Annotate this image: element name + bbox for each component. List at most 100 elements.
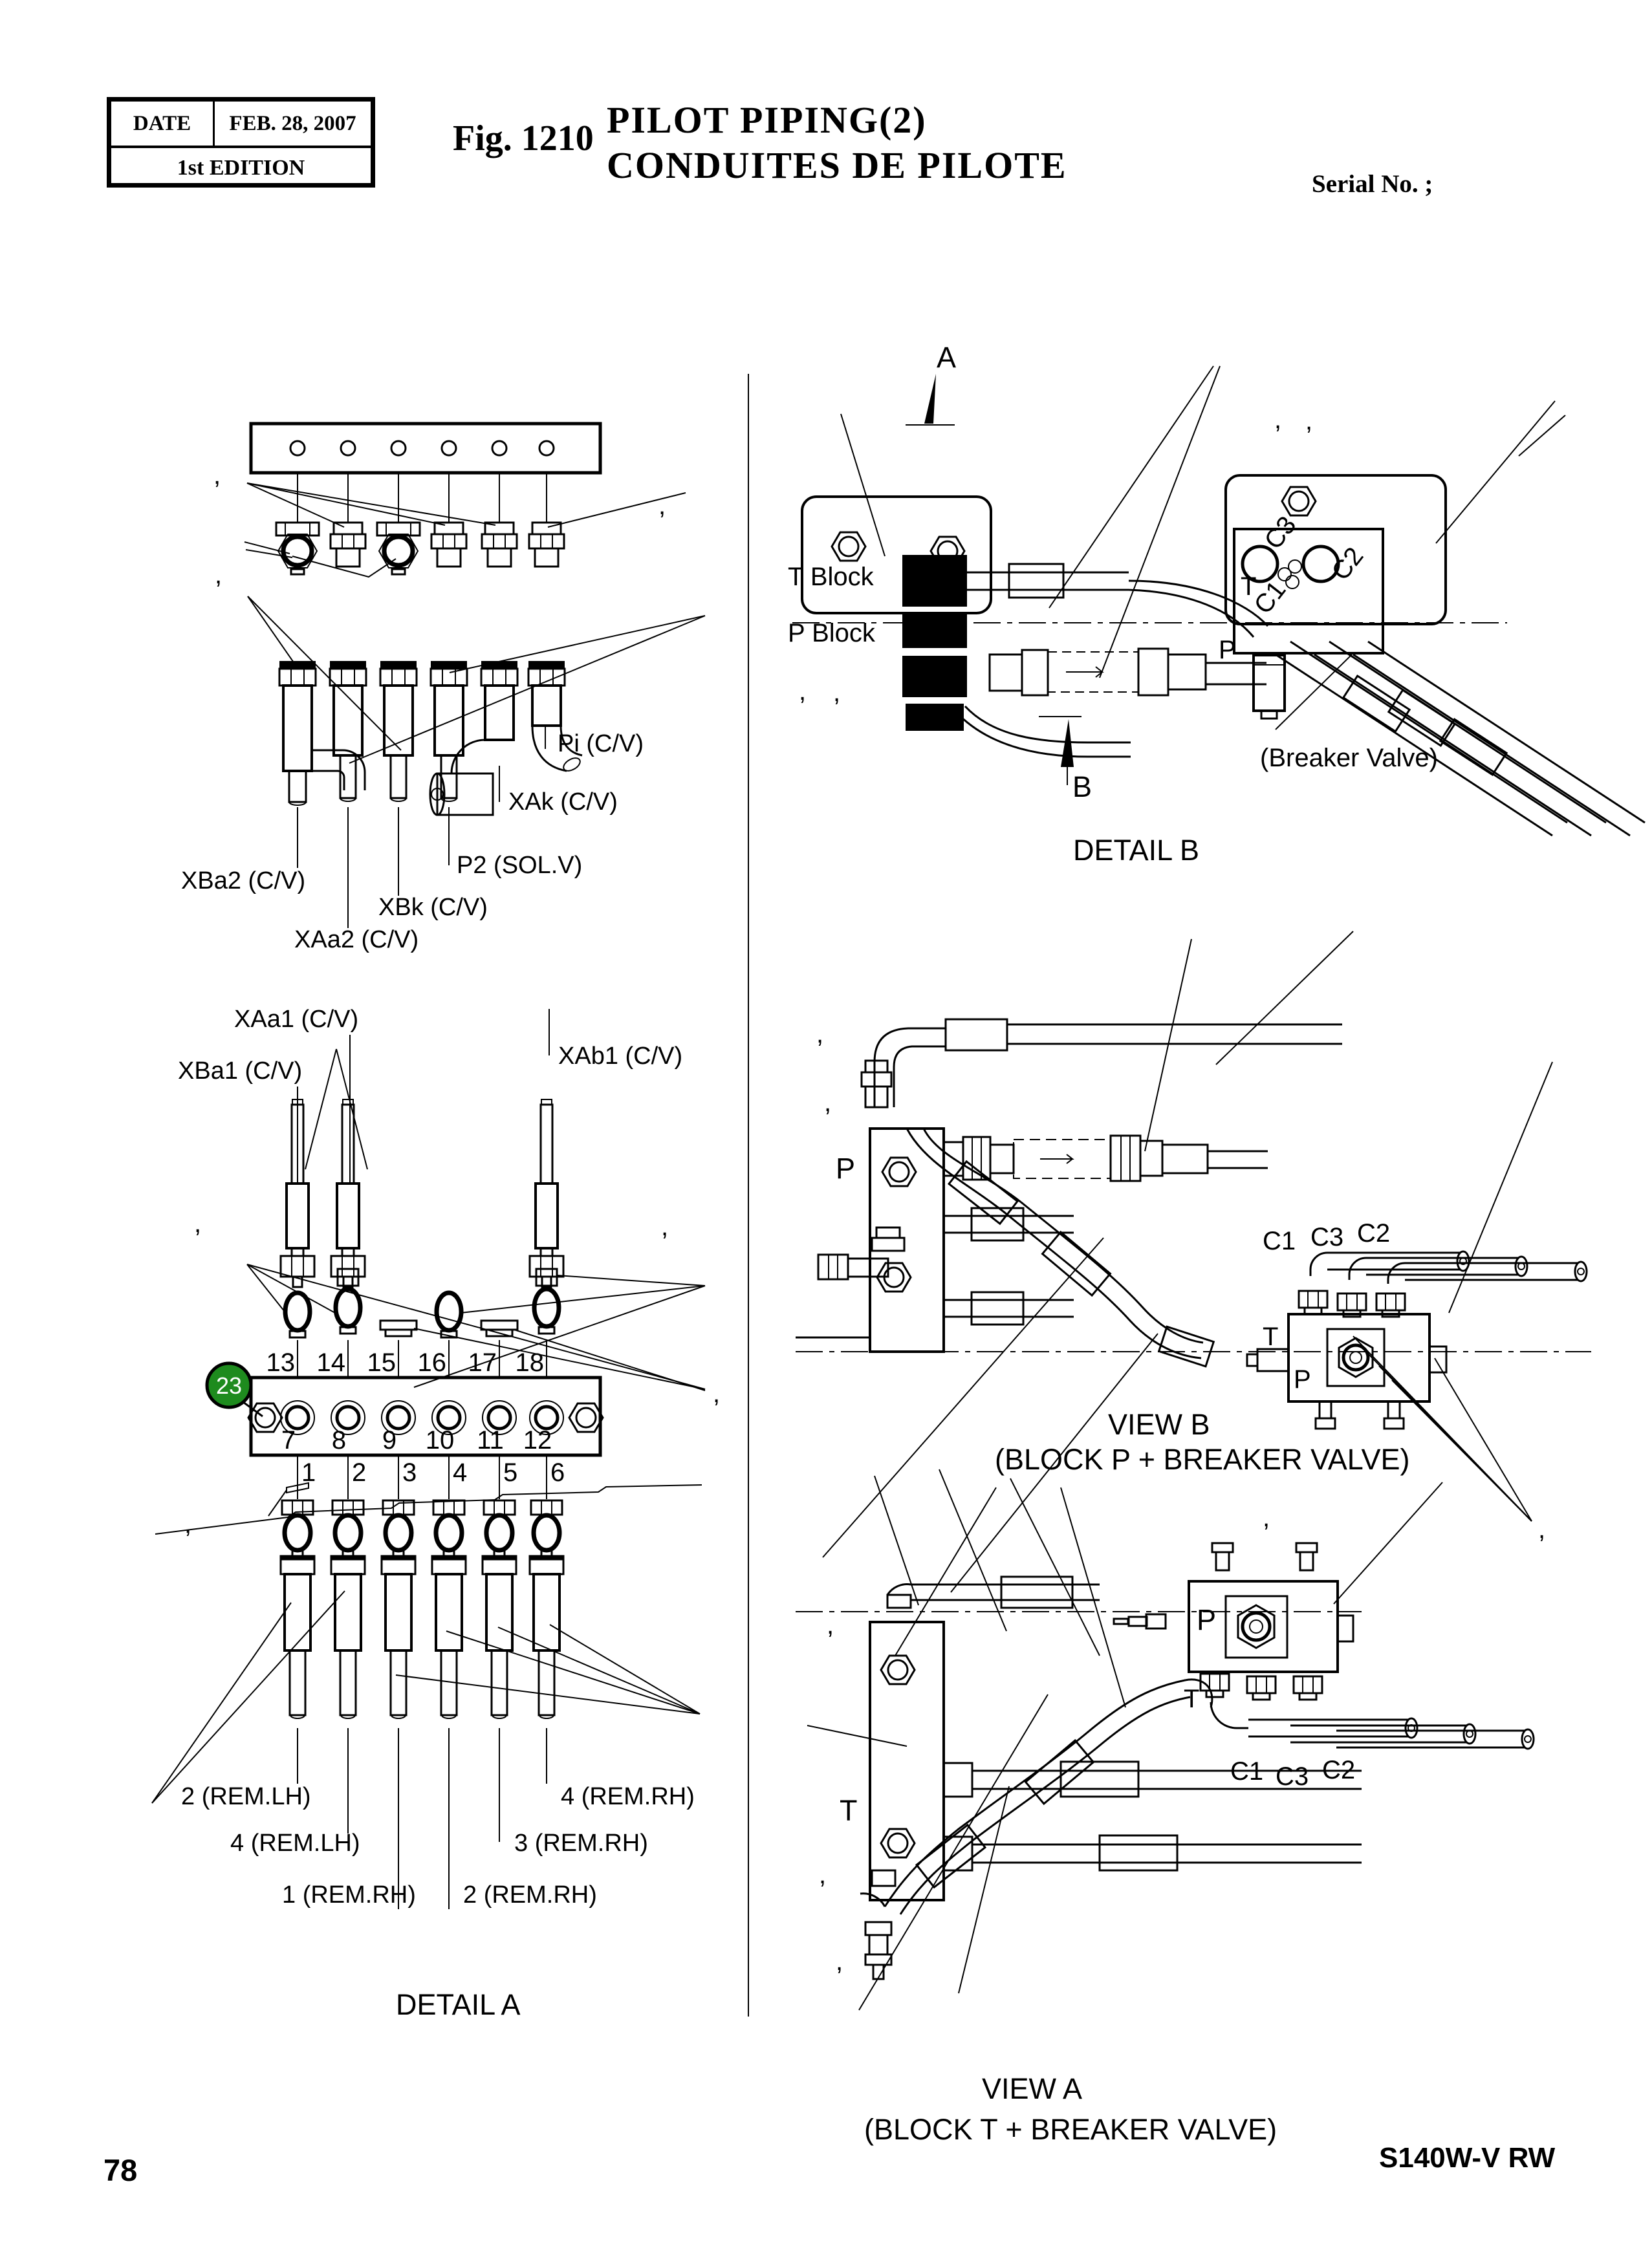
top-elbow-pipe [886,1575,1100,1609]
port-c3-label: C3 [1276,1762,1309,1791]
breaker-valve-view-b [1246,1250,1588,1430]
remote-label: 3 (REM.RH) [514,1830,648,1857]
hose-fitting [483,1500,516,1718]
view-b-caption: VIEW B [1108,1408,1210,1441]
serial-number-label: Serial No. ; [1312,170,1433,198]
port-number: 10 [426,1426,455,1455]
manifold-block [249,1376,602,1457]
port-c2-label: C2 [1326,542,1369,585]
port-number: 18 [516,1348,545,1377]
port-label: XAa1 (C/V) [234,1006,358,1033]
block-stub-pipes [944,1207,1074,1326]
block-p-label: P [836,1152,855,1185]
tee-fitting [817,1226,906,1281]
badge-number: 23 [216,1372,242,1399]
manifold-bar [249,422,602,475]
port-number: 17 [468,1348,497,1377]
port-number: 16 [418,1348,447,1377]
port-number: 14 [317,1348,346,1377]
port-label: XBa1 (C/V) [178,1057,302,1085]
port-t-label: T [1263,1323,1278,1351]
detail-a-diagram: Pi (C/V) XAk (C/V) P2 (SOL.V) XBa2 (C/V)… [151,422,720,2021]
view-b-diagram: P [796,931,1591,1656]
redacted-callout: , [1263,1504,1270,1532]
remote-label: 4 (REM.LH) [230,1830,360,1857]
port-c3-label: C3 [1310,1223,1343,1251]
section-label-b: B [1072,770,1092,803]
redacted-callout: , [819,1861,826,1889]
hose-fitting [382,1500,415,1718]
redacted-callout: , [1305,407,1312,435]
date-label: DATE [111,102,215,146]
bottom-elbow-fitting [860,1869,897,1980]
breaker-valve-view-a [1113,1542,1535,1750]
breaker-valve-cartridge [1252,654,1286,720]
oval-valve [336,1289,360,1334]
redacted-callout: , [799,677,806,706]
redacted-callout: , [836,1947,843,1976]
port-number: 3 [402,1458,417,1487]
section-arrow-b-icon: B [1039,716,1092,803]
elbow-fitting [531,684,583,772]
page-title-french: CONDUITES DE PILOTE [607,144,1067,186]
edition-table-row-date: DATE FEB. 28, 2007 [111,102,371,148]
hose-fitting [331,1500,365,1718]
port-label: P2 (SOL.V) [457,852,582,879]
block-t-label: T [840,1794,858,1827]
view-a-subcaption: (BLOCK T + BREAKER VALVE) [864,2113,1277,2146]
port-c2-label: C2 [1357,1219,1390,1248]
detail-b-diagram: A T Block P Block [788,341,1646,867]
redacted-callout: , [184,1510,191,1539]
swivel-valve-fitting [276,523,319,574]
port-c1-label: C1 [1263,1227,1296,1255]
redacted-callout: , [816,1020,823,1048]
view-a-caption: VIEW A [982,2072,1082,2105]
port-number: 12 [523,1426,552,1455]
port-number: 2 [352,1458,366,1487]
elbow-hose [860,1018,1342,1109]
part-callout-badge: 23 [205,1361,263,1418]
remote-label: 1 (REM.RH) [282,1881,416,1909]
straight-pipe-fitting [433,684,464,803]
t-block-label: T Block [788,563,875,591]
t-block [902,555,967,607]
redacted-callout: , [661,1213,668,1241]
check-valve-assembly [942,1134,1268,1182]
block-t [869,1621,945,1901]
valve-square-top [336,1268,360,1287]
port-number: 11 [477,1426,504,1455]
straight-fitting [528,521,565,568]
port-number: 13 [266,1348,296,1377]
detail-a-caption: DETAIL A [396,1988,521,2021]
end-hex-bolt [247,1402,283,1433]
oval-valve [437,1293,461,1337]
section-label-a: A [937,341,956,374]
remote-label: 4 (REM.RH) [561,1783,695,1810]
port-label: XAa2 (C/V) [294,926,418,953]
leader-lines [244,482,706,764]
hose-to-breaker-valve [906,1128,1215,1368]
port-p-label: P [1197,1603,1216,1636]
stepped-leader [155,1482,702,1535]
redacted-callout: , [833,678,840,707]
model-code: S140W-V RW [1379,2142,1556,2174]
redacted-callout: , [194,1209,201,1238]
section-arrow-a-icon: A [906,341,956,426]
edition-table: DATE FEB. 28, 2007 1st EDITION [107,97,375,188]
remote-label: 2 (REM.LH) [181,1783,311,1810]
port-label: XBa2 (C/V) [181,867,305,894]
port-t-label: T [1241,572,1256,601]
hose-to-breaker-valve [884,1678,1213,1915]
straight-fitting [481,521,518,568]
port-number: 15 [367,1348,397,1377]
pilot-pipe [528,1098,565,1288]
breaker-valve-label: (Breaker Valve) [1260,744,1438,772]
redacted-callout: , [1538,1515,1545,1544]
hose-fitting [432,1500,466,1718]
pilot-piping [950,563,1269,758]
port-number: 9 [382,1426,397,1455]
oval-valve [534,1289,559,1334]
view-a-diagram: P T C1 C3 C2 T [796,1469,1535,2146]
